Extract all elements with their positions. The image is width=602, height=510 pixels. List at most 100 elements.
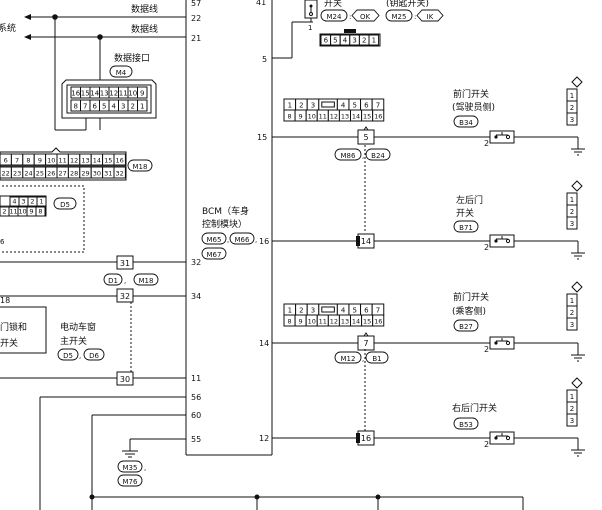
bcm-pin-41: 41 (256, 0, 266, 7)
cn16-pin: 7 (376, 102, 380, 110)
m18-row1-pin: 8 (26, 157, 30, 165)
door-switch-icon (489, 234, 515, 248)
cn16-key (321, 101, 335, 108)
cn16-pin: 1 (288, 102, 292, 110)
bcm-pin-60: 60 (191, 411, 201, 420)
m18-row1-cell (113, 153, 126, 166)
switch-connector-pin: 3 (570, 220, 574, 228)
pin-32: 32 (120, 292, 130, 301)
connector-b71: B71 (459, 224, 473, 232)
m18-row2-pin: 27 (59, 170, 67, 178)
dlc-row1-pin: 11 (119, 90, 128, 98)
connector-d6: D6 (89, 352, 99, 360)
connector-d5: D5 (60, 201, 70, 209)
cn16-pin: 12 (330, 113, 338, 121)
switch-connector-3pin: 123 (566, 377, 583, 427)
d5-row2-pin: 2 (2, 208, 6, 216)
m18-row2-pin: 22 (2, 170, 10, 178)
switch-connector-pin: 2 (570, 405, 574, 413)
d5-row2-pin: 8 (38, 208, 42, 216)
d5-row1-pin: 1 (39, 198, 43, 206)
front-door-switch-driver-label-2: (驾驶员侧) (452, 101, 495, 113)
connector-b34: B34 (459, 119, 473, 127)
m18-row1-pin: 16 (116, 157, 124, 165)
d5-row2-cell (35, 206, 46, 217)
connector-d6-fragment: 6 (0, 238, 5, 246)
cn16-cell (372, 314, 385, 327)
cn16-pin: 4 (341, 307, 346, 315)
connector-b24: B24 (371, 152, 385, 160)
connector-ok: OK (360, 13, 371, 21)
connector-m35: M35 (123, 464, 138, 472)
pin-30-box: 30 (116, 371, 134, 386)
cn16-pin: 3 (311, 102, 315, 110)
rear-right-door-switch-label: 右后门开关 (452, 402, 497, 414)
m18-row2-pin: 28 (70, 170, 78, 178)
m18-row2-cell (113, 166, 126, 179)
connector-m66: M66 (235, 236, 250, 244)
bcm-pin-16: 16 (259, 237, 269, 246)
separator-comma-6: , (362, 152, 364, 160)
connector-m25: M25 (392, 13, 407, 21)
switch-pin-2: 2 (484, 243, 489, 252)
connector-m65: M65 (207, 236, 222, 244)
power-window-label-1: 电动车窗 (60, 321, 96, 333)
rear-left-door-switch-label-2: 开关 (456, 207, 474, 219)
inline-pin: 7 (363, 339, 368, 348)
door-switch-icon (489, 431, 515, 445)
connector-m86: M86 (341, 152, 356, 160)
switch-pin-2: 2 (484, 139, 489, 148)
pin-31: 31 (120, 259, 130, 268)
cn16-key (321, 306, 335, 313)
cn16-pin: 6 (364, 307, 369, 315)
cn16-pin: 5 (353, 102, 357, 110)
inline-pin: 5 (363, 133, 368, 142)
power-window-label-2: 主开关 (60, 335, 87, 347)
connector-d5-b: D5 (63, 352, 73, 360)
bcm-pin-5: 5 (262, 55, 267, 64)
connector-m76: M76 (123, 478, 138, 486)
m18-row2-pin: 26 (47, 170, 55, 178)
data-line-1-label: 数据线 (131, 3, 158, 15)
bcm-pin-14: 14 (259, 339, 269, 348)
ground-icon (571, 148, 585, 156)
door-switch-icon (489, 336, 515, 350)
cn16-pin: 11 (319, 318, 327, 326)
cn16-pin: 16 (374, 113, 382, 121)
rear-left-door-switch-label-1: 左后门 (456, 194, 483, 206)
dlc-row2-pin: 1 (140, 103, 144, 111)
m18-row2-pin: 31 (104, 170, 112, 178)
separator-comma-7: , (362, 355, 364, 363)
cn16-pin: 9 (299, 318, 303, 326)
m18-row1-pin: 14 (93, 157, 101, 165)
cn16-pin: 5 (353, 307, 357, 315)
key-switch-pin-1: 1 (308, 24, 312, 32)
switch-connector-pin: 1 (570, 393, 574, 401)
dlc-row1-pin: 13 (100, 90, 109, 98)
key-conn-pin: 2 (362, 37, 366, 45)
separator-comma-3: , (124, 277, 126, 285)
m18-row2-pin: 24 (24, 170, 32, 178)
cn16-pin: 13 (341, 318, 349, 326)
bcm-pin-15: 15 (257, 133, 267, 142)
key-conn-pin: 3 (352, 37, 356, 45)
m18-row1-pin: 13 (81, 157, 89, 165)
bcm-pin-56: 56 (191, 393, 201, 402)
d5-row2-pin: 11 (9, 208, 17, 216)
separator-comma-1: , (227, 236, 229, 244)
m18-row1-pin: 10 (47, 157, 55, 165)
bcm-label-line2: 控制模块） (202, 218, 247, 230)
dlc-row2-cell (137, 99, 148, 112)
d5-row1-pin: 4 (12, 198, 16, 206)
bcm-pin-22: 22 (191, 14, 201, 23)
connector-m18-b: M18 (139, 277, 154, 285)
connector-b53: B53 (459, 421, 473, 429)
connector-b1: B1 (372, 355, 381, 363)
cn16-pin: 4 (341, 102, 346, 110)
switch-connector-pin: 3 (570, 116, 574, 124)
separator-comma-5: , (144, 464, 146, 472)
dlc-row2-pin: 5 (102, 103, 106, 111)
d5-row2-pin: 10 (18, 208, 26, 216)
